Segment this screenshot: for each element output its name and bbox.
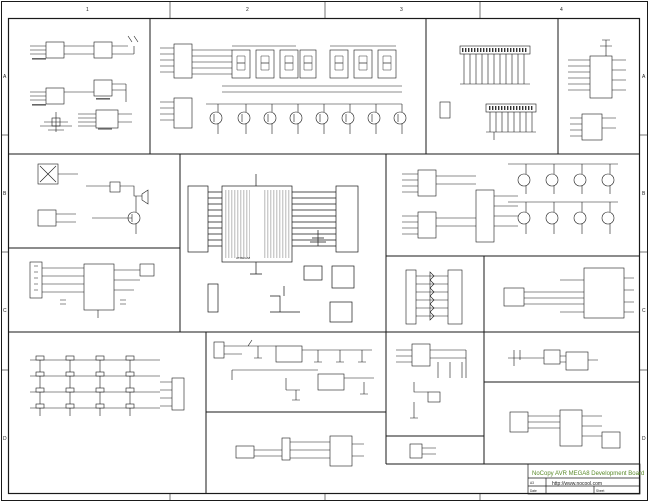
section-led-array — [405, 269, 463, 325]
section-power-supply — [213, 339, 374, 401]
title-block-labels: A3 Date Sheet ATMEGA8 — [236, 256, 604, 493]
section-sensors — [396, 343, 467, 459]
transistor-row-top — [206, 103, 407, 134]
section-dividers — [8, 18, 640, 494]
border-number-1: 1 — [86, 7, 89, 13]
seven-segment-digits — [236, 55, 392, 71]
border-letter-d-right: D — [642, 436, 646, 442]
mcu-label: ATMEGA8 — [236, 256, 250, 260]
title-block-sheet: Sheet — [596, 489, 604, 493]
section-power-oscillator — [30, 35, 139, 132]
border-letter-a-right: A — [642, 74, 646, 80]
border-number-4: 4 — [560, 7, 563, 13]
title-block — [527, 463, 641, 495]
border-letter-b: B — [3, 191, 7, 197]
section-bottom-middle — [235, 435, 364, 467]
schematic-url: http://www.nocool.com — [552, 481, 603, 487]
section-power-labels — [32, 58, 112, 130]
border-letter-c: C — [3, 308, 7, 314]
border-letter-a: A — [3, 74, 7, 80]
section-rs232 — [29, 261, 155, 318]
mcu-block — [187, 174, 359, 323]
section-headers-right — [568, 39, 626, 141]
section-lcd — [439, 45, 537, 140]
border-letter-c-right: C — [642, 308, 646, 314]
section-seven-segment — [160, 43, 402, 129]
border-number-3: 3 — [400, 7, 403, 13]
border-letter-d: D — [3, 436, 7, 442]
section-right-lower — [508, 349, 621, 449]
mcu-pin-labels — [224, 190, 290, 258]
border-labels: 1 2 3 4 A B C D A B C D — [3, 7, 646, 442]
section-right-connector — [503, 267, 634, 319]
lcd-pin-marks — [462, 48, 534, 110]
schematic-title: NoCopy AVR MEGA8 Development Board — [532, 471, 645, 477]
section-drivers-right — [402, 163, 618, 243]
section-buzzer — [37, 163, 149, 234]
border-letter-b-right: B — [642, 191, 646, 197]
title-block-date: Date — [530, 489, 537, 493]
border-number-2: 2 — [246, 7, 249, 13]
title-block-size: A3 — [530, 481, 534, 485]
section-keypad — [30, 355, 185, 416]
